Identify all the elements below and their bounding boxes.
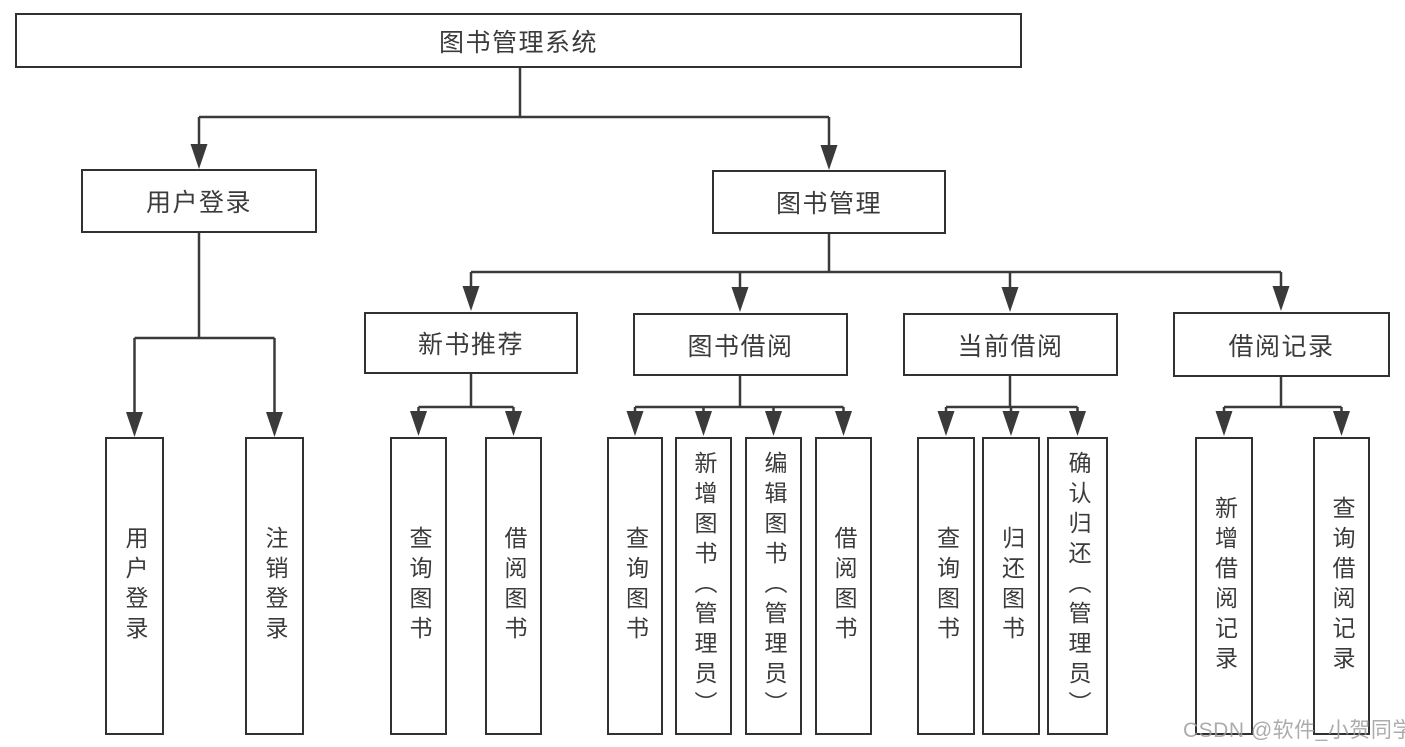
- node-label: 用户登录: [145, 189, 252, 217]
- leaf-borrow-books-recommend: 借阅图书: [485, 437, 542, 735]
- node-label: 查询图书: [933, 526, 960, 646]
- leaf-query-books-recommend: 查询图书: [390, 437, 447, 735]
- node-label: 新书推荐: [417, 331, 524, 359]
- node-library-system: 图书管理系统: [15, 13, 1022, 68]
- node-label: 查询图书: [622, 526, 649, 646]
- leaf-query-books-current: 查询图书: [917, 437, 975, 735]
- node-label: 查询借阅记录: [1329, 496, 1355, 676]
- node-label: 查询图书: [406, 526, 432, 646]
- node-label: 借阅图书: [831, 526, 857, 646]
- leaf-logout-login: 注销登录: [245, 437, 304, 735]
- node-current-borrow: 当前借阅: [903, 313, 1118, 376]
- node-label: 用户登录: [122, 526, 148, 646]
- leaf-query-borrow-record: 查询借阅记录: [1313, 437, 1370, 735]
- node-book-borrow: 图书借阅: [633, 313, 848, 376]
- leaf-return-books: 归还图书: [982, 437, 1040, 735]
- node-user-login: 用户登录: [81, 169, 317, 233]
- node-label: 借阅记录: [1228, 332, 1335, 361]
- node-label: 归还图书: [998, 526, 1025, 646]
- node-label: 当前借阅: [957, 332, 1064, 361]
- watermark: CSDN @软件_小贺同学: [1183, 719, 1405, 742]
- node-borrow-records: 借阅记录: [1173, 312, 1390, 377]
- leaf-add-borrow-record: 新增借阅记录: [1195, 437, 1253, 735]
- node-new-book-recommend: 新书推荐: [364, 312, 578, 374]
- leaf-borrow-books-borrow: 借阅图书: [815, 437, 872, 735]
- leaf-query-books-borrow: 查询图书: [607, 437, 663, 735]
- node-book-management: 图书管理: [712, 170, 946, 234]
- node-label: 注销登录: [262, 526, 288, 646]
- leaf-add-books-admin: 新增图书（管理员）: [675, 437, 732, 735]
- node-label: 新增借阅记录: [1211, 496, 1238, 676]
- leaf-edit-books-admin: 编辑图书（管理员）: [745, 437, 802, 735]
- node-label: 借阅图书: [501, 526, 527, 646]
- node-label: 确认归还（管理员）: [1065, 451, 1091, 721]
- node-label: 图书借阅: [687, 332, 794, 361]
- node-label: 图书管理系统: [438, 28, 598, 57]
- node-label: 图书管理: [775, 190, 882, 218]
- arrowheads: [126, 144, 1350, 437]
- node-label: 编辑图书（管理员）: [761, 451, 787, 721]
- leaf-confirm-return-admin: 确认归还（管理员）: [1047, 437, 1108, 735]
- node-label: 新增图书（管理员）: [691, 451, 717, 721]
- leaf-user-login: 用户登录: [105, 437, 164, 735]
